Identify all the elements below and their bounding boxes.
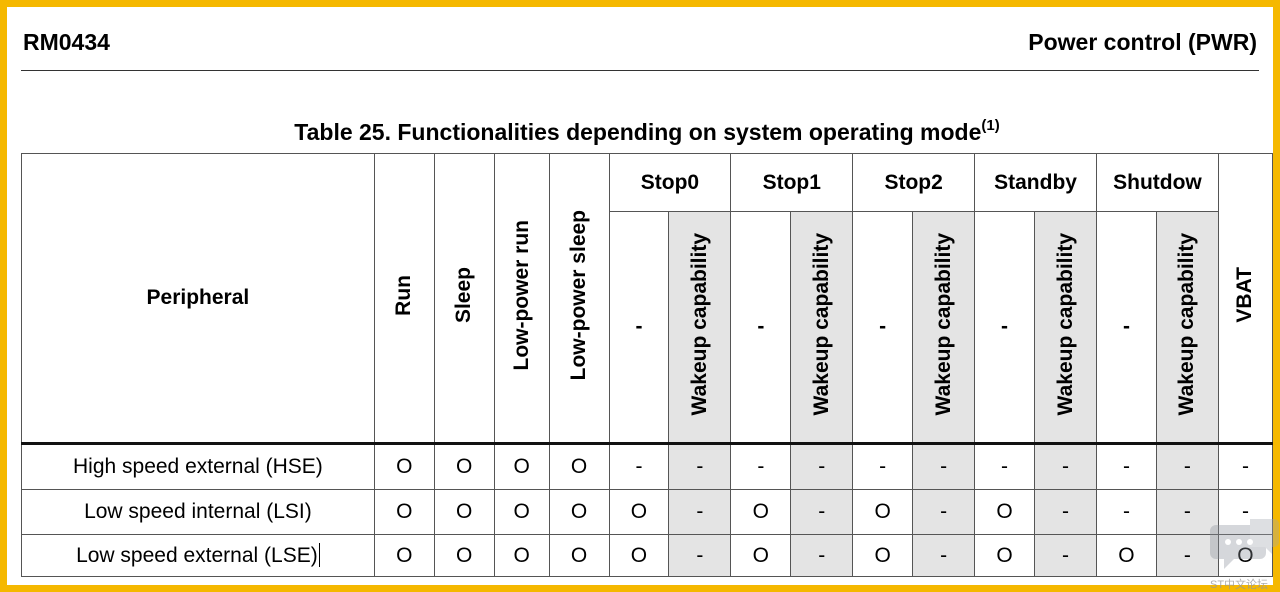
- peripheral-name-text: Low speed external (LSE): [76, 544, 318, 567]
- header-low-power-sleep: Low-power sleep: [548, 153, 610, 444]
- group-header-stop2: Stop2: [852, 153, 976, 212]
- table-cell: -: [912, 442, 976, 490]
- standby-dash-header: -: [974, 211, 1036, 444]
- peripheral-name[interactable]: Low speed external (LSE): [21, 534, 375, 577]
- stop0-wakeup-header: Wakeup capability: [668, 211, 732, 444]
- table-cell: O: [433, 442, 495, 490]
- chat-bubble-icon: [1210, 519, 1279, 569]
- header-vbat-label: VBAT: [1233, 267, 1257, 323]
- table-cell: O: [493, 489, 550, 535]
- table-cell: O: [608, 489, 670, 535]
- table-row: Low speed internal (LSI) O O O O O - O -…: [21, 489, 1274, 535]
- table-cell: O: [373, 534, 435, 577]
- table-cell: -: [1155, 442, 1219, 490]
- table-cell: -: [668, 489, 732, 535]
- table-cell: -: [912, 534, 976, 577]
- table-cell: -: [1095, 442, 1157, 490]
- group-header-stop1: Stop1: [730, 153, 854, 212]
- table-cell: O: [974, 489, 1036, 535]
- header-row-subcolumns: - Wakeup capability - Wakeup capability …: [22, 211, 1273, 444]
- table-cell: -: [790, 534, 854, 577]
- table-cell: O: [548, 534, 610, 577]
- table-cell: O: [608, 534, 670, 577]
- peripheral-name: High speed external (HSE): [21, 442, 375, 490]
- table-cell: -: [912, 489, 976, 535]
- table-cell: -: [668, 534, 732, 577]
- table-title-footnote: (1): [981, 117, 1000, 134]
- table-cell: O: [974, 534, 1036, 577]
- group-header-stop0: Stop0: [608, 153, 732, 212]
- table-cell: O: [852, 489, 914, 535]
- table-cell: -: [1034, 442, 1097, 490]
- group-header-shutdown: Shutdow: [1095, 153, 1219, 212]
- table-cell: O: [852, 534, 914, 577]
- group-header-standby: Standby: [974, 153, 1097, 212]
- header-run: Run: [373, 153, 435, 444]
- shutdown-dash-header: -: [1095, 211, 1157, 444]
- table-cell: -: [1155, 489, 1219, 535]
- header-sleep: Sleep: [433, 153, 495, 444]
- table-cell: -: [790, 489, 854, 535]
- stop1-dash-header: -: [730, 211, 792, 444]
- table-cell: -: [1155, 534, 1219, 577]
- table-cell: -: [852, 442, 914, 490]
- stop2-wakeup-header: Wakeup capability: [912, 211, 976, 444]
- text-cursor: [318, 543, 320, 567]
- table-cell: -: [790, 442, 854, 490]
- table-cell: -: [730, 442, 792, 490]
- stop1-wakeup-header: Wakeup capability: [790, 211, 854, 444]
- table-cell: -: [608, 442, 670, 490]
- table-cell: O: [373, 489, 435, 535]
- header-low-power-sleep-label: Low-power sleep: [567, 209, 591, 381]
- table-cell: -: [1217, 442, 1274, 490]
- table-row: Low speed external (LSE) O O O O O - O -…: [21, 534, 1274, 577]
- header-low-power-run-label: Low-power run: [509, 219, 533, 371]
- table-cell: O: [433, 489, 495, 535]
- table-cell: O: [373, 442, 435, 490]
- table-cell: -: [1034, 534, 1097, 577]
- table-title-text: Table 25. Functionalities depending on s…: [294, 119, 982, 145]
- table-cell: O: [730, 489, 792, 535]
- header-vbat: VBAT: [1217, 153, 1274, 444]
- header-low-power-run: Low-power run: [493, 153, 550, 444]
- table-cell: -: [1095, 489, 1157, 535]
- stop0-dash-header: -: [608, 211, 670, 444]
- table-cell: O: [548, 442, 610, 490]
- stop2-dash-header: -: [852, 211, 914, 444]
- table-row: High speed external (HSE) O O O O - - - …: [21, 442, 1274, 490]
- functionality-table: Peripheral Run Sleep Low-power run Low-p…: [21, 153, 1274, 577]
- table-cell: -: [1034, 489, 1097, 535]
- section-title: Power control (PWR): [1028, 29, 1257, 55]
- document-id: RM0434: [23, 29, 110, 55]
- table-cell: O: [493, 442, 550, 490]
- peripheral-header: Peripheral: [21, 153, 375, 444]
- header-row-groups: Peripheral Run Sleep Low-power run Low-p…: [21, 153, 1274, 444]
- watermark-text: ST中文论坛: [1210, 579, 1269, 591]
- header-run-label: Run: [392, 274, 416, 316]
- table-cell: -: [668, 442, 732, 490]
- standby-wakeup-header: Wakeup capability: [1034, 211, 1097, 444]
- shutdown-wakeup-header: Wakeup capability: [1155, 211, 1219, 444]
- table-cell: O: [730, 534, 792, 577]
- peripheral-name: Low speed internal (LSI): [21, 489, 375, 535]
- table-cell: O: [1095, 534, 1157, 577]
- table-title: Table 25. Functionalities depending on s…: [7, 117, 1280, 146]
- table-cell: -: [1217, 489, 1274, 535]
- table-cell: -: [974, 442, 1036, 490]
- table-cell: O: [1217, 534, 1274, 577]
- header-sleep-label: Sleep: [452, 266, 476, 324]
- header-rule: [21, 70, 1259, 71]
- table-cell: O: [548, 489, 610, 535]
- table-cell: O: [493, 534, 550, 577]
- table-cell: O: [433, 534, 495, 577]
